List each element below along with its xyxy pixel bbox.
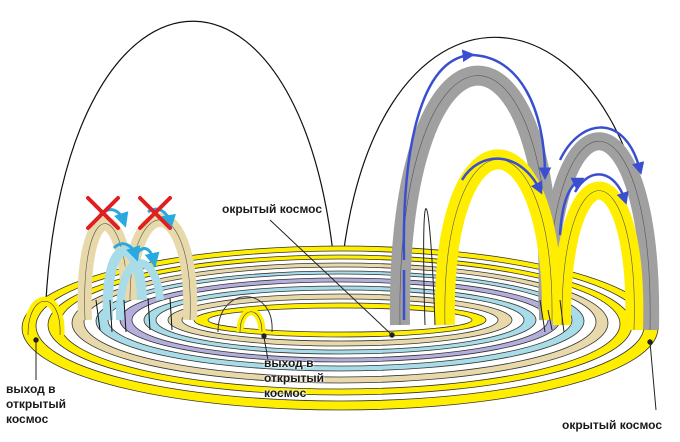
inner-exit-loop <box>217 296 273 333</box>
inner-exit-label: выход в открытый космос <box>264 356 324 401</box>
left-exit-label: выход в открытый космос <box>6 382 66 427</box>
pointer-lines <box>33 219 657 411</box>
flow-arrow-icon <box>134 247 160 268</box>
red-cross-icon <box>138 196 172 230</box>
inner-exit-line-1: выход в <box>264 356 314 370</box>
center-label: окрытый космос <box>220 202 325 217</box>
flow-arrow-icon <box>558 126 645 175</box>
inner-exit-line-2: открытый <box>264 371 324 385</box>
left-outer-arc <box>44 20 339 331</box>
left-exit-line-2: открытый <box>6 397 66 411</box>
flow-arrow-icon <box>469 53 552 180</box>
bottom-right-label: окрытый космос <box>562 418 663 432</box>
flow-arrow-icon <box>402 49 475 261</box>
flow-arrow-icon <box>558 177 585 236</box>
inner-exit-line-3: космос <box>264 386 307 400</box>
left-exit-line-1: выход в <box>6 382 56 396</box>
left-exit-line-3: космос <box>6 412 49 426</box>
flow-arrow-icon <box>460 157 543 195</box>
left-exit-loop <box>23 296 65 336</box>
right-arch-group <box>389 49 660 333</box>
red-cross-icon <box>86 196 120 230</box>
flow-arrow-icon <box>112 242 141 262</box>
